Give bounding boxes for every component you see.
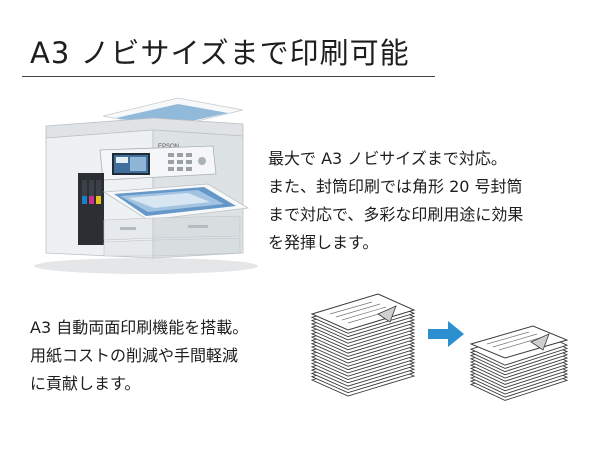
printer-brand-label: EPSON — [158, 144, 179, 150]
description-line: A3 自動両面印刷機能を搭載。 — [30, 318, 249, 337]
paper-stack-icon — [469, 325, 569, 401]
description-line: 用紙コストの削減や手間軽減 — [30, 346, 239, 365]
description-line: に貢献します。 — [30, 374, 141, 393]
printer-image: EPSON — [34, 97, 258, 274]
description-line: を発揮します。 — [268, 233, 379, 252]
page-title: A3 ノビサイズまで印刷可能 — [30, 36, 410, 70]
description-line: また、封筒印刷では角形 20 号封筒 — [268, 177, 523, 196]
arrow-right-icon — [428, 321, 464, 347]
envelope-size-description: 最大で A3 ノビサイズまで対応。 また、封筒印刷では角形 20 号封筒 まで対… — [268, 145, 588, 257]
title-underline — [22, 76, 435, 77]
description-line: 最大で A3 ノビサイズまで対応。 — [268, 149, 507, 168]
description-line: まで対応で、多彩な印刷用途に効果 — [268, 205, 524, 224]
duplex-printing-description: A3 自動両面印刷機能を搭載。 用紙コストの削減や手間軽減 に貢献します。 — [30, 314, 292, 398]
paper-stack-icon — [310, 293, 416, 397]
